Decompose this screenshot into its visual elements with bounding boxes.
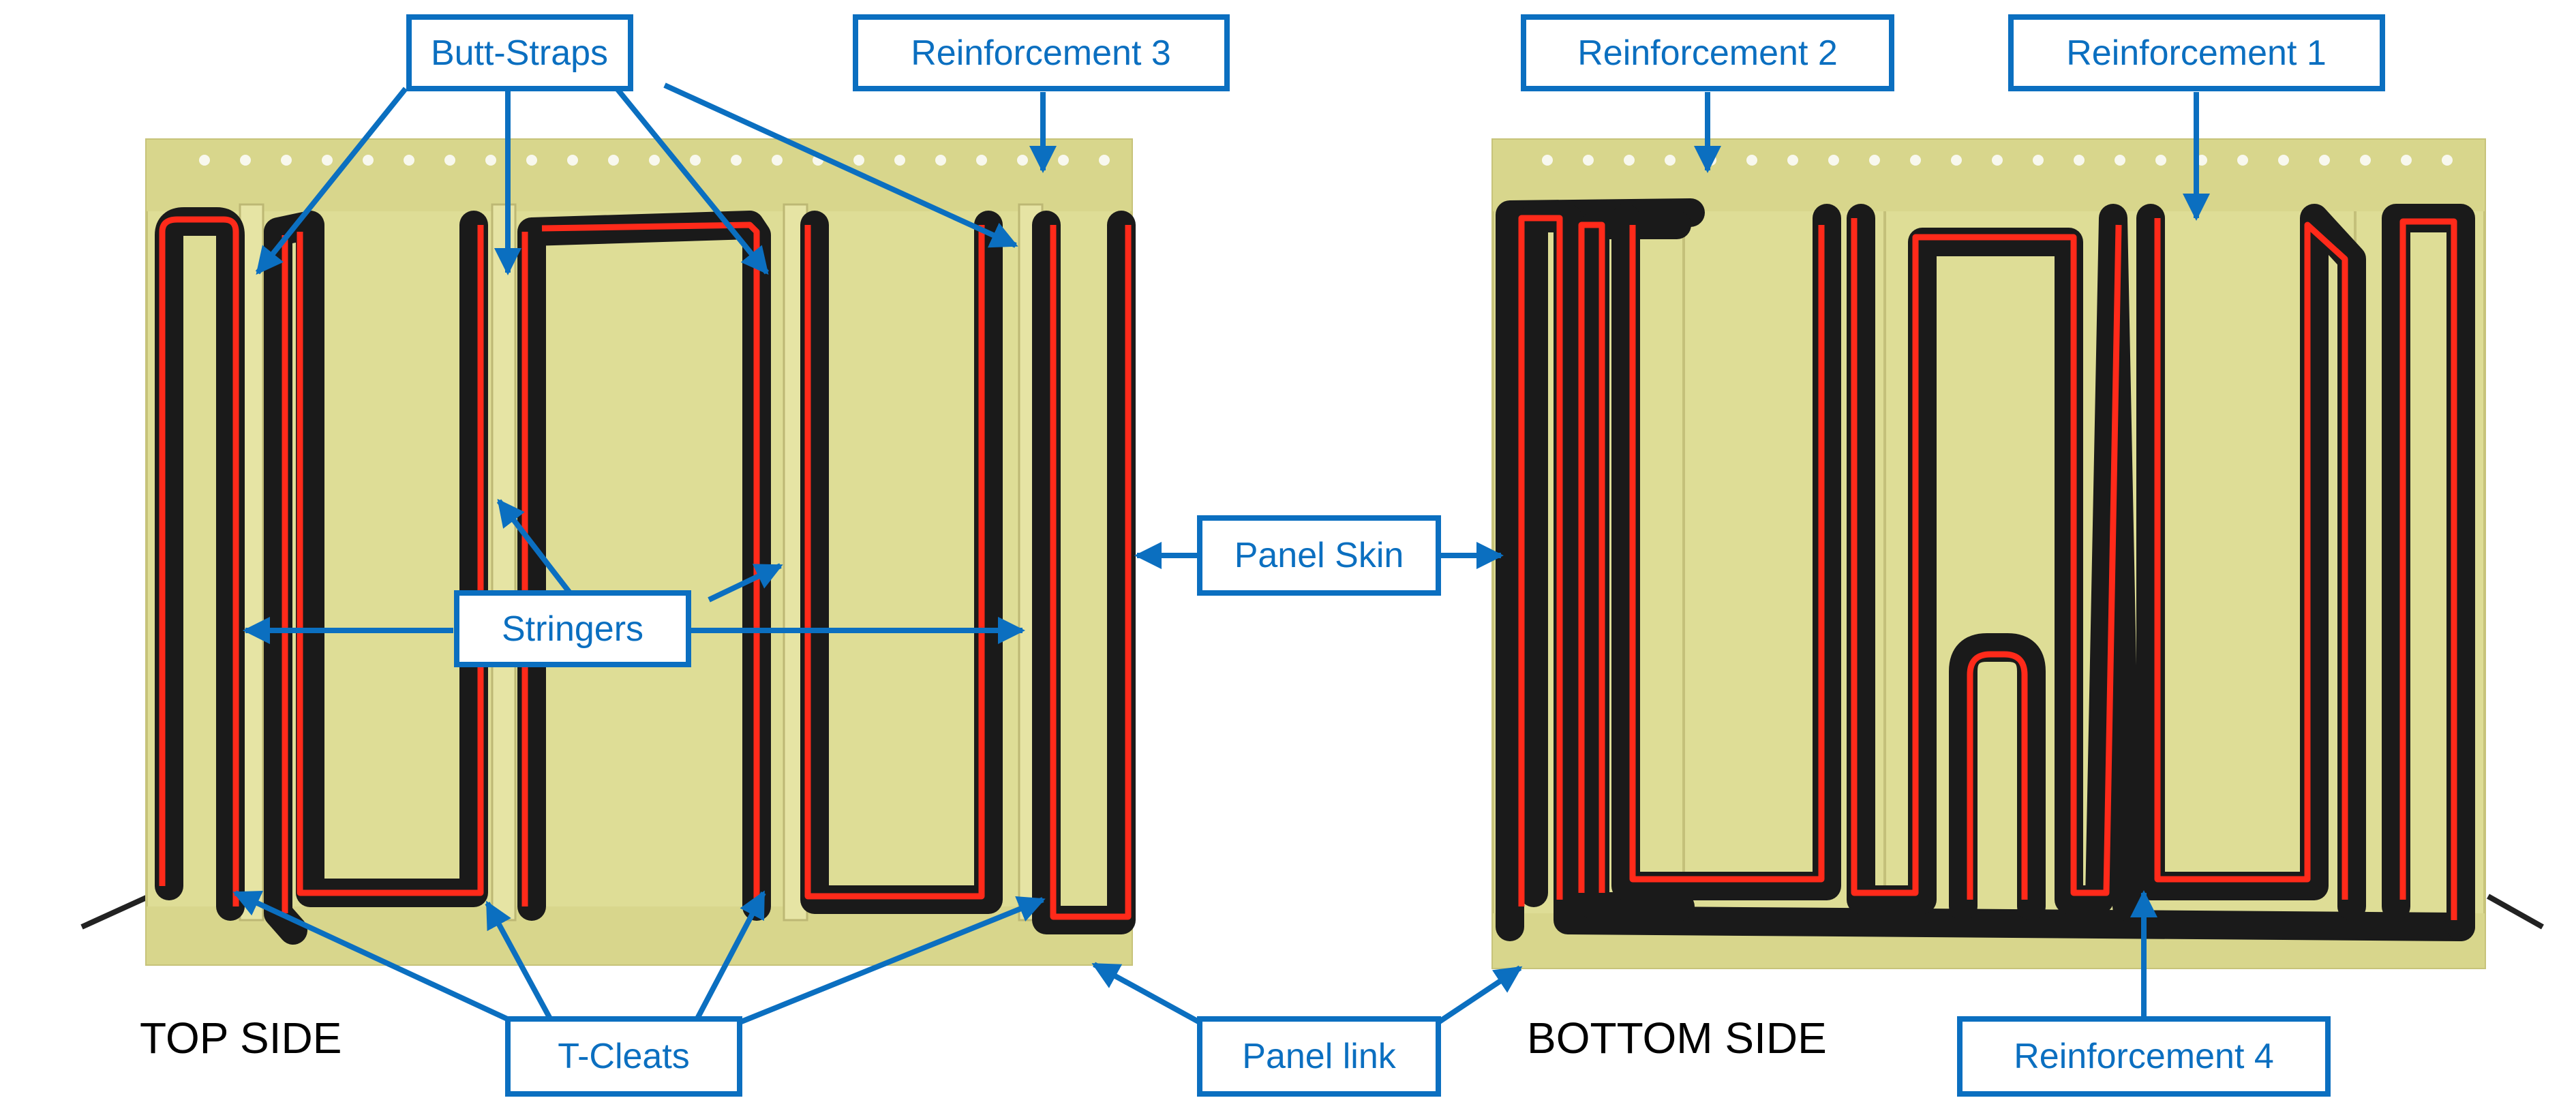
label-panel-skin-text: Panel Skin — [1234, 536, 1404, 575]
top-side-panel — [80, 138, 1136, 966]
caption-top-side: TOP SIDE — [140, 1013, 342, 1063]
label-reinforcement-4: Reinforcement 4 — [1957, 1016, 2331, 1097]
label-reinforcement-3-text: Reinforcement 3 — [911, 33, 1171, 73]
fastener-holes-top — [199, 155, 1110, 166]
label-t-cleats: T-Cleats — [505, 1016, 742, 1097]
bottom-sealant-beads — [1496, 198, 2475, 941]
caption-bottom-side: BOTTOM SIDE — [1527, 1013, 1827, 1063]
callout-arrows — [232, 82, 2210, 1025]
bottom-side-panel — [1491, 138, 2544, 969]
label-stringers: Stringers — [454, 590, 691, 667]
label-reinforcement-3: Reinforcement 3 — [853, 14, 1230, 91]
bottom-panel-plate — [1491, 138, 2486, 969]
top-panel-flange-top — [147, 140, 1132, 211]
label-panel-skin: Panel Skin — [1197, 515, 1441, 596]
label-reinforcement-2: Reinforcement 2 — [1521, 14, 1894, 91]
top-dispense-path — [159, 216, 1132, 920]
label-panel-link: Panel link — [1197, 1016, 1441, 1097]
label-reinforcement-1: Reinforcement 1 — [2008, 14, 2385, 91]
label-stringers-text: Stringers — [502, 609, 643, 649]
bottom-dispense-path — [1518, 215, 2457, 920]
label-butt-straps: Butt-Straps — [406, 14, 633, 91]
label-reinforcement-2-text: Reinforcement 2 — [1577, 33, 1838, 73]
label-t-cleats-text: T-Cleats — [558, 1037, 690, 1076]
top-panel-flange-bottom — [147, 906, 1132, 964]
cable — [2487, 894, 2544, 930]
label-reinforcement-1-text: Reinforcement 1 — [2066, 33, 2327, 73]
cable — [80, 890, 158, 930]
label-butt-straps-text: Butt-Straps — [431, 33, 608, 73]
label-reinforcement-4-text: Reinforcement 4 — [2014, 1037, 2274, 1076]
label-panel-link-text: Panel link — [1242, 1037, 1396, 1076]
